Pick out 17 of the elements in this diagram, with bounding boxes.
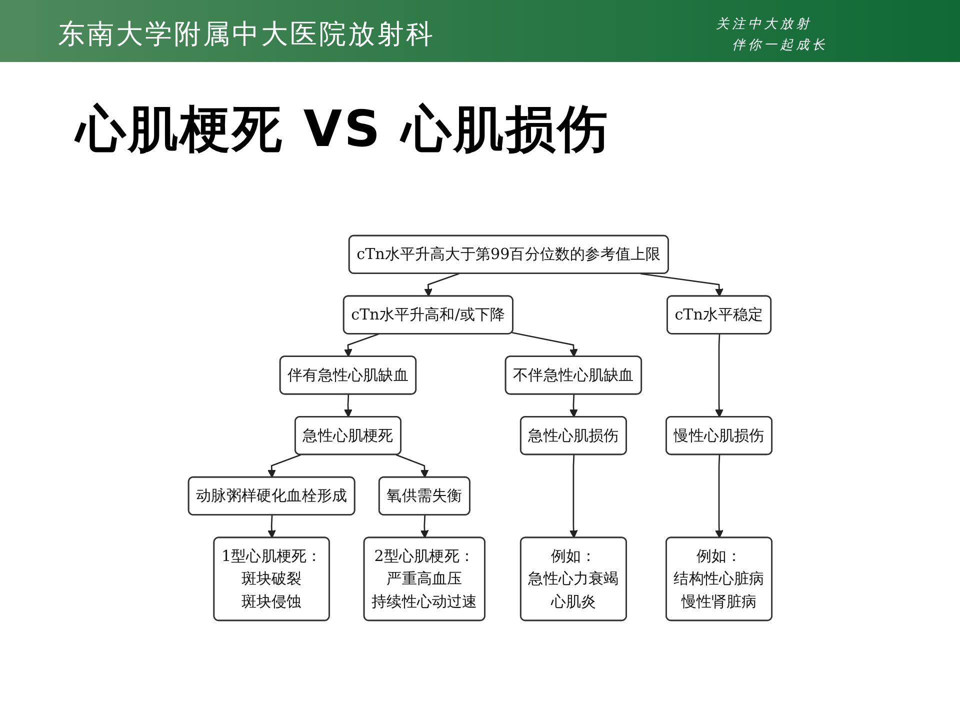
arrow (420, 515, 428, 538)
arrow (512, 332, 578, 358)
arrow (714, 334, 724, 418)
slogan-text: 伴你一起成长 (732, 37, 828, 54)
arrow (714, 454, 724, 538)
arrow (267, 454, 301, 478)
header-text: 东南大学附属中大医院放射科 (58, 18, 435, 52)
arrow (344, 394, 352, 418)
slogan-text: 关注中大放射 (716, 16, 812, 33)
arrow (569, 394, 578, 418)
arrow (640, 273, 724, 297)
arrow (424, 273, 459, 297)
arrow (267, 515, 276, 538)
arrow (396, 454, 428, 478)
slide-title: 心肌梗死 VS 心肌损伤 (76, 99, 610, 160)
arrow (344, 334, 379, 358)
arrow (569, 454, 578, 538)
